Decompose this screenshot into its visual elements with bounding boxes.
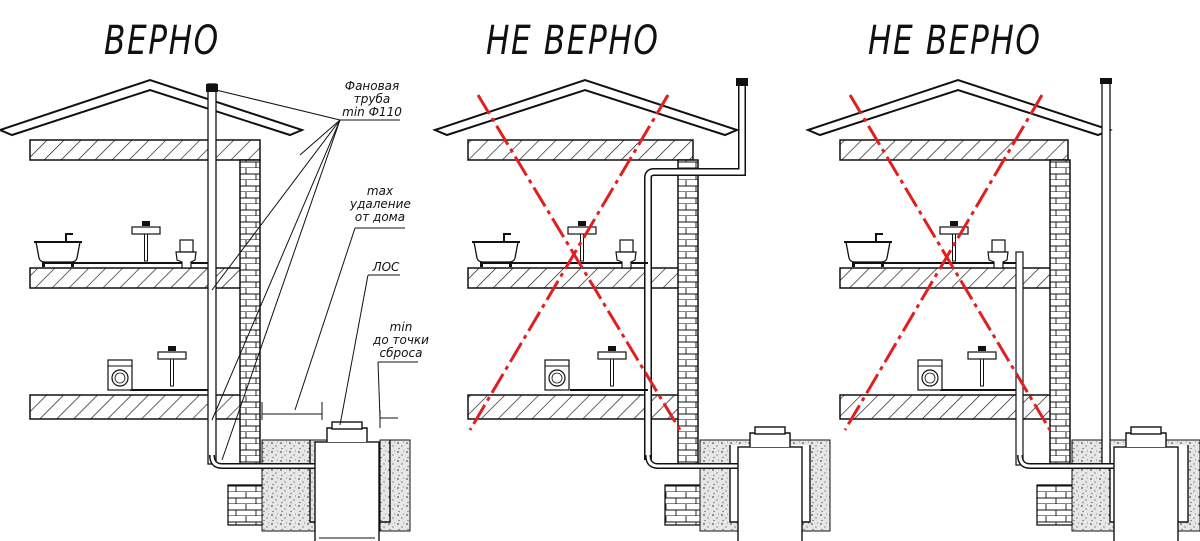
panel-wrong-2: [805, 78, 1200, 541]
attic-slab: [29, 139, 261, 161]
washing-machine-icon: [107, 359, 133, 391]
panel-title-wrong-1: НЕ ВЕРНО: [486, 18, 660, 64]
cross-mark: [843, 94, 1052, 431]
foundation: [227, 484, 269, 526]
ground-soil: [379, 439, 411, 532]
washbasin-icon: [967, 345, 997, 387]
vent-stack: [207, 83, 217, 465]
max-distance-label: max удаление от дома: [350, 184, 411, 224]
washbasin-icon: [157, 345, 187, 387]
roof: [805, 78, 1113, 137]
min-discharge-label: min до точки сброса: [373, 320, 429, 360]
brick-wall: [677, 159, 699, 466]
brick-wall: [239, 159, 261, 466]
attic-slab: [467, 139, 694, 161]
washbasin-icon: [131, 220, 161, 262]
foundation: [664, 484, 706, 526]
cross-mark: [468, 94, 682, 431]
los-label: ЛОС: [372, 260, 400, 274]
washing-machine-icon: [544, 359, 570, 391]
panel-title-correct: ВЕРНО: [104, 18, 220, 64]
panel-title-wrong-2: НЕ ВЕРНО: [868, 18, 1042, 64]
vent-stack: [1101, 79, 1111, 466]
roof: [432, 78, 740, 137]
washbasin-icon: [597, 345, 627, 387]
leader-lines: [211, 89, 418, 461]
foundation: [1036, 484, 1078, 526]
panel-correct: [0, 78, 418, 541]
panel-wrong-1: [432, 78, 831, 541]
attic-slab: [839, 139, 1069, 161]
roof: [0, 78, 305, 137]
vent-pipe-label: Фановая труба min Ф110: [342, 79, 402, 119]
brick-wall: [1049, 159, 1071, 466]
washing-machine-icon: [917, 359, 943, 391]
